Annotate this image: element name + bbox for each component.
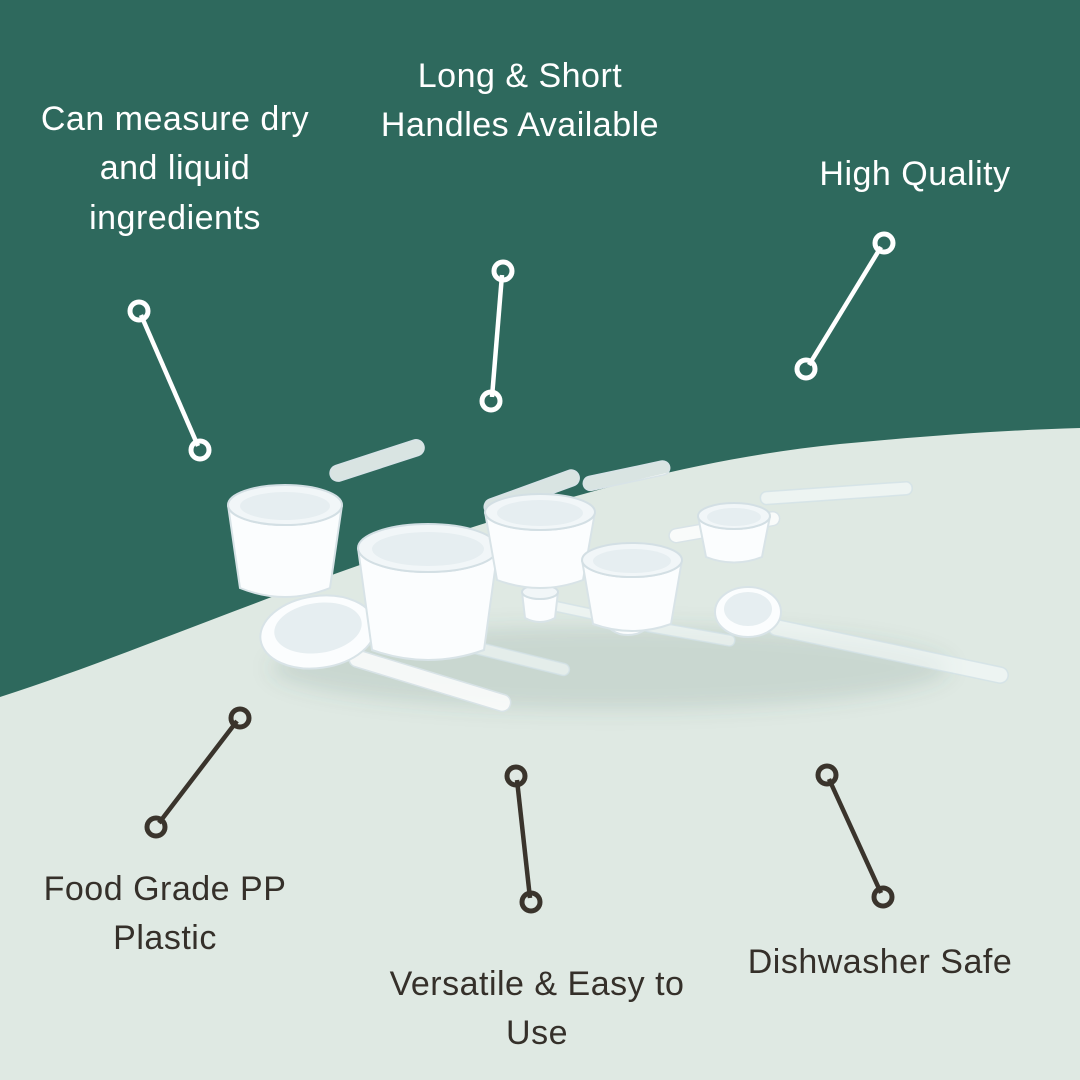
callout-line-handles (479, 259, 515, 413)
measuring-cup (484, 460, 671, 589)
callout-label-material: Food Grade PP Plastic (43, 870, 287, 958)
callout-label-handles: Long & Short Handles Available (380, 57, 660, 145)
measuring-scoop-small (521, 584, 611, 623)
callout-line-versatile (504, 764, 543, 914)
measuring-spoon-long-handle (714, 586, 1009, 684)
measuring-scoop-long-handle (697, 481, 913, 564)
callout-line-measure (127, 299, 212, 462)
measuring-scoop (259, 594, 512, 713)
callout-label-measure: Can measure dry and liquid ingredients (40, 100, 310, 237)
measuring-cup (357, 469, 580, 661)
measuring-cup (227, 439, 425, 598)
callout-line-quality (794, 231, 896, 381)
measuring-spoon (604, 600, 736, 647)
product-shadow (270, 626, 950, 710)
measuring-spoon (408, 608, 571, 677)
measuring-cup (581, 510, 781, 632)
callout-line-material (144, 706, 252, 839)
callout-label-versatile: Versatile & Easy to Use (389, 965, 685, 1053)
callout-label-dishwasher: Dishwasher Safe (747, 943, 1013, 981)
callout-line-dishwasher (815, 763, 895, 909)
callout-label-quality: High Quality (819, 155, 1011, 193)
